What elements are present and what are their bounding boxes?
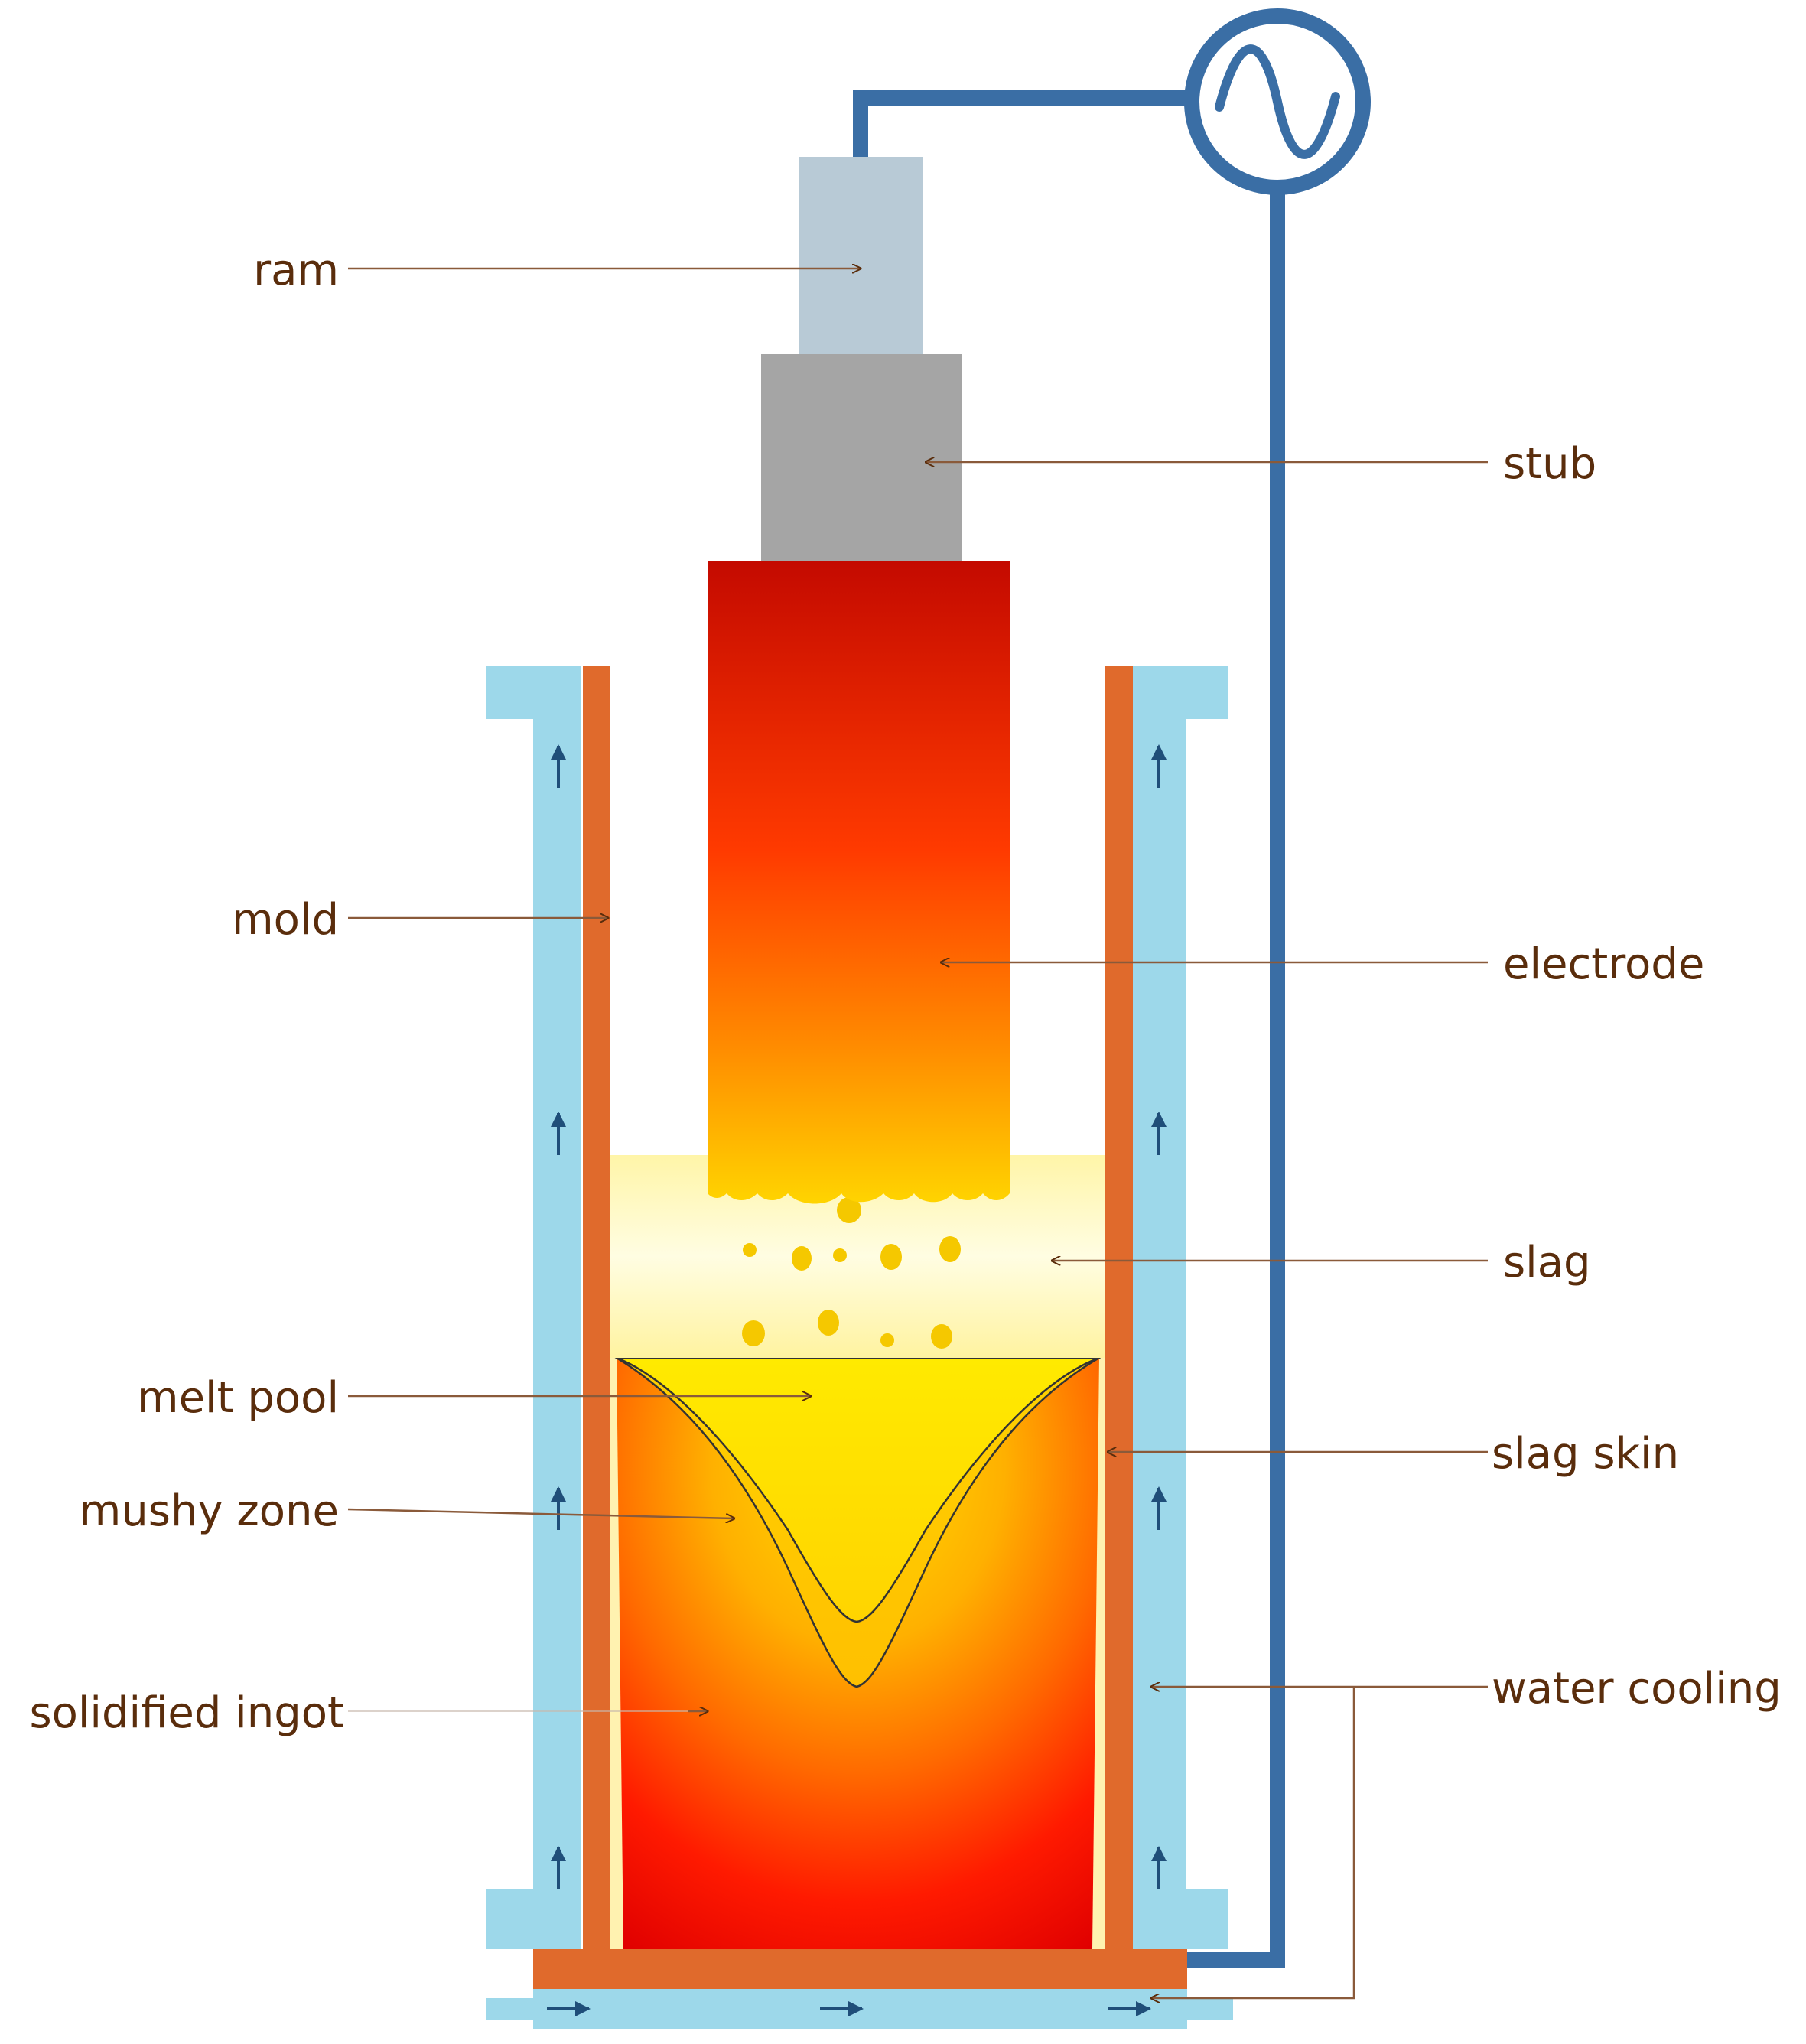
metal-droplet	[742, 1320, 765, 1346]
water-outlet-pipe	[1187, 1998, 1233, 2020]
label-ram: ram	[253, 246, 339, 295]
label-melt-pool: melt pool	[137, 1373, 339, 1423]
mold	[533, 666, 1187, 1989]
metal-droplet	[837, 1197, 861, 1223]
label-water-cooling: water cooling	[1492, 1664, 1782, 1714]
circuit-wire	[853, 90, 1285, 1968]
melt-pool	[616, 1356, 1100, 1623]
electrode-body	[708, 561, 1010, 1204]
electrode	[708, 561, 1010, 1204]
metal-droplet	[792, 1246, 812, 1271]
metal-droplet	[833, 1248, 847, 1262]
leader-lines	[347, 269, 1488, 1998]
water-jacket-left	[486, 666, 581, 1949]
mold-wall-left	[583, 666, 610, 1949]
ram	[799, 157, 923, 354]
mold-base-plate	[533, 1949, 1187, 1989]
metal-droplet	[880, 1244, 902, 1270]
leader-water-cooling-branch	[1151, 1687, 1355, 1998]
water-jacket-right	[1132, 666, 1228, 1949]
metal-droplets	[742, 1197, 961, 1349]
label-solidified-ingot: solidified ingot	[29, 1688, 344, 1738]
labels: ram stub mold electrode slag melt pool s…	[29, 246, 1781, 1738]
power-circuit	[853, 8, 1371, 1968]
label-mushy-zone: mushy zone	[80, 1486, 339, 1536]
water-cooling-jacket	[486, 666, 1233, 2029]
leader-mushy-zone	[347, 1508, 734, 1518]
ingot	[610, 1356, 1105, 1949]
label-mold: mold	[232, 895, 339, 945]
metal-droplet	[818, 1310, 839, 1336]
metal-droplet	[939, 1236, 961, 1262]
metal-droplet	[743, 1243, 757, 1257]
mold-wall-right	[1105, 666, 1133, 1949]
water-flow-arrows	[547, 744, 1167, 2016]
label-slag-skin: slag skin	[1492, 1429, 1679, 1479]
label-slag: slag	[1503, 1238, 1591, 1287]
label-electrode: electrode	[1503, 939, 1704, 989]
metal-droplet	[880, 1333, 894, 1347]
label-stub: stub	[1503, 439, 1596, 489]
stub	[761, 354, 962, 561]
ac-sine-icon	[1215, 44, 1340, 159]
water-inlet-pipe	[486, 1998, 533, 2020]
metal-droplet	[931, 1324, 952, 1349]
